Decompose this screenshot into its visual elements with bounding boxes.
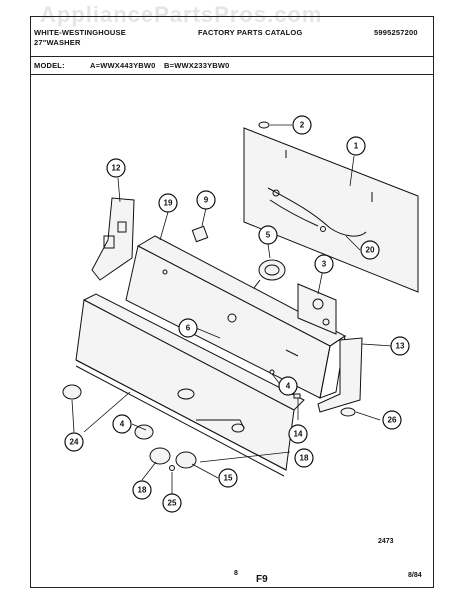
model-label: MODEL: (34, 61, 65, 70)
svg-text:4: 4 (120, 420, 125, 429)
catalog-title: FACTORY PARTS CATALOG (198, 28, 303, 37)
callout-5: 5 (258, 225, 278, 245)
svg-text:25: 25 (168, 499, 177, 508)
svg-text:14: 14 (294, 430, 303, 439)
svg-text:2: 2 (300, 121, 305, 130)
svg-text:12: 12 (112, 164, 121, 173)
callout-3: 3 (314, 254, 334, 274)
svg-text:3: 3 (322, 260, 327, 269)
switch-part (297, 283, 337, 335)
callout-13: 13 (390, 336, 410, 356)
callout-6: 6 (178, 318, 198, 338)
callout-15: 15 (218, 468, 238, 488)
knob-part (62, 384, 197, 469)
svg-text:1: 1 (354, 142, 359, 151)
header-rule-top (30, 56, 434, 57)
callout-25: 25 (162, 493, 182, 513)
figure-label: F9 (256, 574, 268, 585)
svg-text:26: 26 (388, 416, 397, 425)
svg-text:13: 13 (396, 342, 405, 351)
model-b: B=WWX233YBW0 (164, 61, 230, 70)
svg-text:4: 4 (286, 382, 291, 391)
callout-18a: 18 (294, 448, 314, 468)
watermark: AppliancePartsPros.com (40, 2, 323, 27)
svg-text:20: 20 (366, 246, 375, 255)
brand-line-2: 27"WASHER (34, 38, 81, 47)
callout-18b: 18 (132, 480, 152, 500)
timer-part (253, 259, 286, 289)
catalog-date: 8/84 (408, 572, 422, 579)
end-cap-part (317, 337, 363, 413)
svg-text:24: 24 (70, 438, 79, 447)
catalog-number: 5995257200 (374, 28, 418, 37)
callout-4: 4 (278, 376, 298, 396)
brand-line-1: WHITE-WESTINGHOUSE (34, 28, 126, 37)
callout-26: 26 (382, 410, 402, 430)
callout-20: 20 (360, 240, 380, 260)
control-panel-part (75, 293, 305, 477)
callout-14: 14 (288, 424, 308, 444)
header-rule-bottom (30, 74, 434, 75)
callout-24: 24 (64, 432, 84, 452)
page-frame (30, 16, 434, 588)
drawing-number: 2473 (378, 538, 394, 545)
svg-text:19: 19 (164, 199, 173, 208)
callout-1: 1 (346, 136, 366, 156)
svg-text:18: 18 (300, 454, 309, 463)
svg-text:15: 15 (224, 474, 233, 483)
bracket-part (91, 197, 135, 281)
callout-2: 2 (292, 115, 312, 135)
callout-9: 9 (196, 190, 216, 210)
callout-4b: 4 (112, 414, 132, 434)
screw-part (258, 121, 270, 129)
console-panel-part (125, 235, 346, 399)
svg-text:5: 5 (266, 231, 271, 240)
svg-text:6: 6 (186, 324, 191, 333)
page-number: 8 (234, 570, 238, 577)
callout-12: 12 (106, 158, 126, 178)
svg-text:18: 18 (138, 486, 147, 495)
svg-text:9: 9 (204, 196, 209, 205)
model-a: A=WWX443YBW0 (90, 61, 156, 70)
callout-19: 19 (158, 193, 178, 213)
clip-part (191, 225, 209, 243)
